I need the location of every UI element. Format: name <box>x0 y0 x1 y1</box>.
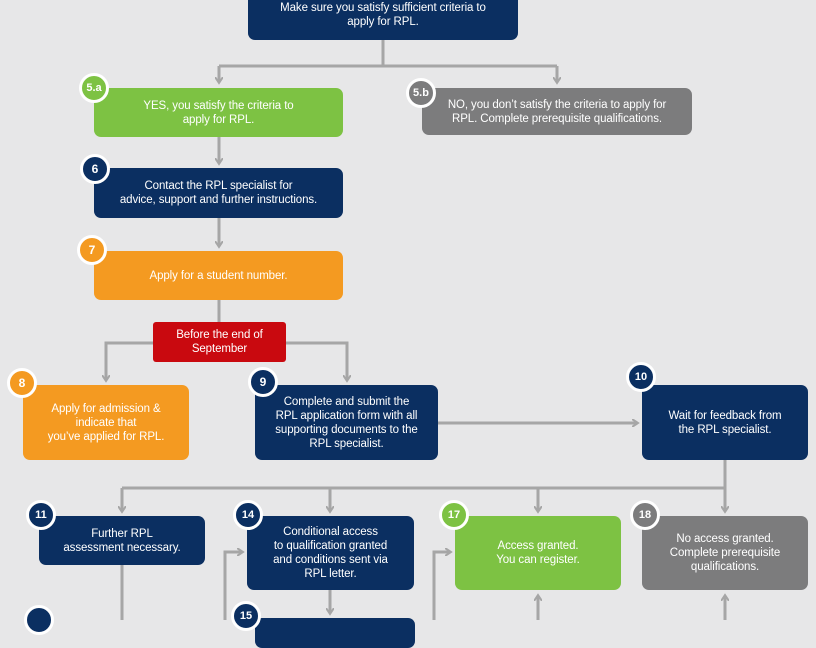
flow-connectors <box>0 40 816 620</box>
step-7-box: Apply for a student number. <box>94 251 343 300</box>
step-14-text: Conditional access to qualification gran… <box>273 526 388 580</box>
step-8-box: Apply for admission & indicate that you’… <box>23 385 189 460</box>
arrow-deadline-to-9 <box>285 341 347 380</box>
step-8-badge: 8 <box>7 368 37 398</box>
step-10-text: Wait for feedback from the RPL specialis… <box>668 409 782 436</box>
step-17-text: Access granted. You can register. <box>496 540 580 566</box>
deadline-text: Before the end of September <box>176 329 263 355</box>
step-10-badge: 10 <box>626 362 656 392</box>
step-11-box: Further RPL assessment necessary. <box>39 516 205 565</box>
step-5b-badge: 5.b <box>406 78 436 108</box>
step-15-badge: 15 <box>231 601 261 631</box>
step-badge-partial <box>24 605 54 635</box>
arrow-deadline-to-8 <box>106 341 153 380</box>
step-9-box: Complete and submit the RPL application … <box>255 385 438 460</box>
step-14-badge: 14 <box>233 500 263 530</box>
arrow-into-17 <box>432 552 450 620</box>
step-17-box: Access granted. You can register. <box>455 516 621 590</box>
step-7-badge: 7 <box>77 235 107 265</box>
step-11-text: Further RPL assessment necessary. <box>63 527 181 554</box>
arrow-into-14 <box>223 552 242 620</box>
connector-10-split <box>122 460 727 490</box>
step-5a-box: YES, you satisfy the criteria to apply f… <box>94 88 343 137</box>
step-5a-badge: 5.a <box>79 73 109 103</box>
step-17-badge: 17 <box>439 500 469 530</box>
step-9-badge: 9 <box>248 367 278 397</box>
connector-top-split <box>219 40 557 68</box>
step-10-box: Wait for feedback from the RPL specialis… <box>642 385 808 460</box>
step-5b-text: NO, you don’t satisfy the criteria to ap… <box>447 98 667 125</box>
step-7-text: Apply for a student number. <box>149 269 288 282</box>
step-6-badge: 6 <box>80 154 110 184</box>
step-5b-box: NO, you don’t satisfy the criteria to ap… <box>422 88 692 135</box>
criteria-check-text: Make sure you satisfy sufficient criteri… <box>280 2 486 28</box>
deadline-box: Before the end of September <box>153 322 286 362</box>
step-11-badge: 11 <box>26 500 56 530</box>
step-15-box <box>255 618 415 648</box>
step-9-text: Complete and submit the RPL application … <box>275 395 418 450</box>
step-18-badge: 18 <box>630 500 660 530</box>
step-5a-text: YES, you satisfy the criteria to apply f… <box>143 99 294 126</box>
step-18-box: No access granted. Complete prerequisite… <box>642 516 808 590</box>
step-6-text: Contact the RPL specialist for advice, s… <box>119 180 318 206</box>
step-8-text: Apply for admission & indicate that you’… <box>47 402 165 443</box>
step-14-box: Conditional access to qualification gran… <box>247 516 414 590</box>
step-6-box: Contact the RPL specialist for advice, s… <box>94 168 343 218</box>
criteria-check-box: Make sure you satisfy sufficient criteri… <box>248 0 518 40</box>
step-18-text: No access granted. Complete prerequisite… <box>669 533 781 573</box>
